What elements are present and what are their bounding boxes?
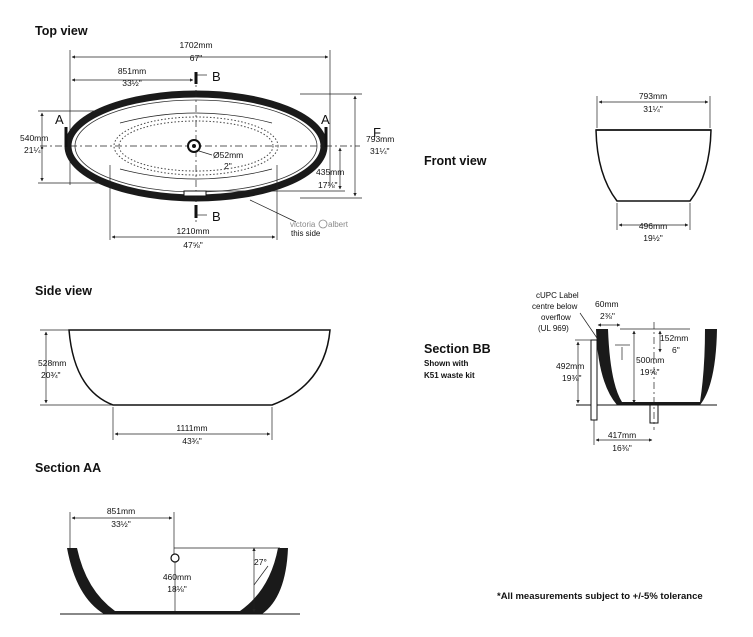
brand-logo-icon	[318, 219, 328, 229]
section-bb-title: Section BB	[424, 342, 491, 356]
front-top-width-mm: 793mm	[639, 91, 667, 101]
half-length-in: 33½"	[122, 78, 142, 88]
bb-inner-depth-mm: 500mm	[636, 355, 664, 365]
bb-offset-mm: 417mm	[608, 430, 636, 440]
aa-half-length-in: 33½"	[111, 519, 131, 529]
cupc-label-2: centre below	[532, 302, 578, 311]
bb-overflow-in: 6"	[672, 345, 680, 355]
side-height-mm: 528mm	[38, 358, 66, 368]
aa-depth-mm: 460mm	[163, 572, 191, 582]
overflow-tab	[183, 190, 207, 197]
aa-depth-in: 18⅛"	[167, 584, 187, 594]
section-aa-title: Section AA	[35, 461, 101, 475]
cupc-label-1: cUPC Label	[536, 291, 579, 300]
bb-offset-in: 16⅜"	[612, 443, 632, 453]
inner-width-mm: 540mm	[20, 133, 48, 143]
waste-dia-in: 2"	[224, 161, 232, 171]
section-b-top: B	[212, 69, 221, 84]
half-length-mm: 851mm	[118, 66, 146, 76]
side-base-length-in: 43¾"	[182, 436, 202, 446]
inner-length-in: 47⅝"	[183, 240, 203, 250]
top-view-title: Top view	[35, 24, 88, 38]
bb-inner-depth-in: 19⅝"	[640, 367, 660, 377]
brand-label: victoria	[290, 220, 316, 229]
tolerance-note: *All measurements subject to +/-5% toler…	[497, 591, 703, 602]
front-view: Front view 793mm 31¼" 496mm 19½"	[424, 91, 712, 243]
side-base-length-mm: 1111mm	[176, 423, 207, 433]
half-inner-mm: 435mm	[316, 167, 344, 177]
section-aa-shell	[67, 548, 288, 614]
front-top-width-in: 31¼"	[643, 104, 663, 114]
bb-rim-mm: 60mm	[595, 299, 619, 309]
inner-length-mm: 1210mm	[176, 226, 209, 236]
section-bb-view: Section BB Shown with K51 waste kit cUPC…	[424, 291, 717, 453]
section-a-left: A	[55, 112, 64, 127]
bb-waste-height-mm: 492mm	[556, 361, 584, 371]
bb-rim-in: 2⅜"	[600, 311, 615, 321]
width-mm: 793mm	[366, 134, 394, 144]
bb-waste-height-in: 19⅜"	[562, 373, 582, 383]
side-height-in: 20¾"	[41, 370, 61, 380]
brand-label-2: albert	[328, 220, 349, 229]
section-a-right: A	[321, 112, 330, 127]
front-view-title: Front view	[424, 154, 487, 168]
this-side-label: this side	[291, 229, 321, 238]
section-bb-sub2: K51 waste kit	[424, 371, 475, 380]
side-view-title: Side view	[35, 284, 92, 298]
width-in: 31¼"	[370, 146, 390, 156]
section-aa-view: Section AA 851mm 33½" 460mm 18⅛" 27°	[35, 461, 300, 615]
section-bb-shell	[596, 329, 717, 405]
overall-length-in: 67"	[190, 53, 202, 63]
front-base-width-in: 19½"	[643, 233, 663, 243]
side-view-shape	[68, 329, 331, 406]
section-b-bottom: B	[212, 209, 221, 224]
side-view: Side view 528mm 20¾" 1111mm 43¾"	[35, 284, 331, 446]
inner-width-in: 21¼"	[24, 145, 44, 155]
half-inner-in: 17⅛"	[318, 180, 338, 190]
front-view-shape	[595, 129, 712, 202]
overall-length-mm: 1702mm	[179, 40, 212, 50]
aa-waste-icon	[170, 553, 180, 563]
front-marker-f: F	[373, 125, 381, 140]
aa-angle: 27°	[254, 557, 267, 567]
cupc-label-4: (UL 969)	[538, 324, 569, 333]
bb-overflow-mm: 152mm	[660, 333, 688, 343]
front-base-width-mm: 496mm	[639, 221, 667, 231]
waste-dia-mm: Ø52mm	[213, 150, 243, 160]
top-view: Top view 1702mm 67" 851mm 33½" Ø52mm 2"	[20, 24, 394, 250]
cupc-label-3: overflow	[541, 313, 571, 322]
section-bb-sub1: Shown with	[424, 359, 469, 368]
overflow-pipe	[590, 339, 598, 421]
aa-half-length-mm: 851mm	[107, 506, 135, 516]
